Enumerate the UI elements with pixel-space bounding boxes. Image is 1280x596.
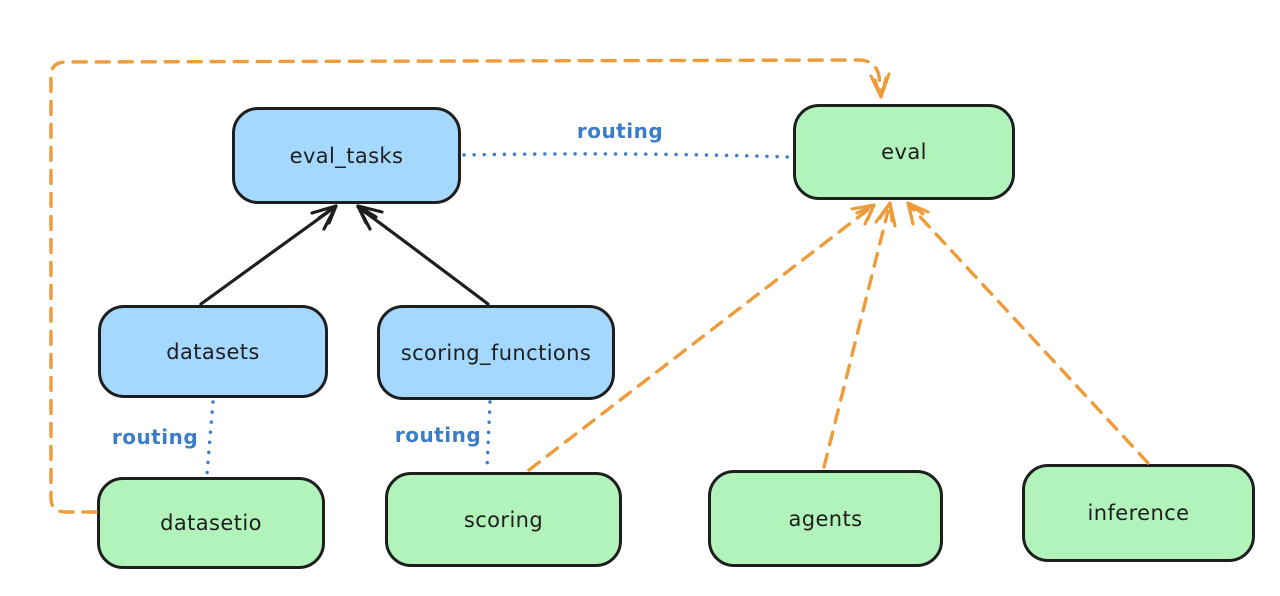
node-agents-label: agents xyxy=(788,506,863,531)
routing-label-scoring-functions-scoring: routing xyxy=(394,423,482,447)
edge-inference-to-eval xyxy=(906,201,1150,465)
node-inference: inference xyxy=(1022,464,1255,562)
node-datasetio: datasetio xyxy=(97,477,325,569)
node-eval-label: eval xyxy=(881,140,927,164)
node-scoring-functions: scoring_functions xyxy=(377,305,615,400)
node-scoring-functions-label: scoring_functions xyxy=(400,340,592,365)
edge-datasets-to-eval-tasks xyxy=(199,204,338,306)
node-eval: eval xyxy=(793,104,1015,200)
edge-agents-to-eval xyxy=(822,201,897,469)
routing-label-datasets-datasetio: routing xyxy=(111,425,199,449)
node-eval-tasks-label: eval_tasks xyxy=(289,143,404,168)
node-scoring-label: scoring xyxy=(463,507,544,532)
node-inference-label: inference xyxy=(1087,501,1190,525)
node-datasetio-label: datasetio xyxy=(160,511,262,535)
node-eval-tasks: eval_tasks xyxy=(232,107,461,204)
routing-label-eval-tasks-eval: routing xyxy=(576,119,664,143)
node-agents: agents xyxy=(708,470,943,567)
edge-scoring-functions-to-eval-tasks xyxy=(356,204,490,306)
node-scoring: scoring xyxy=(385,472,622,567)
edge-eval-tasks-to-eval xyxy=(462,152,791,159)
node-datasets: datasets xyxy=(98,305,328,398)
node-datasets-label: datasets xyxy=(166,339,260,364)
